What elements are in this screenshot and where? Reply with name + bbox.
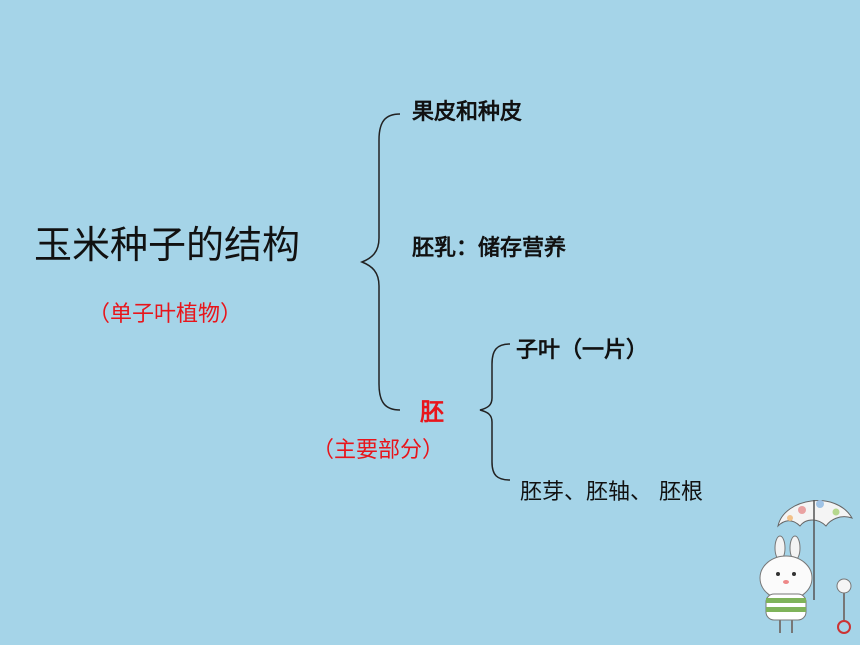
- embryo-part-others: 胚芽、胚轴、 胚根: [520, 480, 703, 505]
- embryo-part-cotyledon: 子叶（一片）: [516, 338, 649, 363]
- bunny-umbrella-illustration: [759, 500, 854, 634]
- bunny-icon: [759, 535, 813, 633]
- main-brace: [359, 113, 401, 411]
- embryo-note: （主要部分）: [312, 438, 445, 463]
- embryo-brace: [479, 343, 511, 481]
- slide-subtitle: （单子叶植物）: [88, 302, 243, 327]
- branch-endosperm: 胚乳：储存营养: [412, 236, 567, 261]
- branch-pericarp: 果皮和种皮: [412, 100, 523, 125]
- umbrella-icon: [777, 500, 854, 600]
- small-figure-icon: [836, 578, 852, 634]
- slide-title: 玉米种子的结构: [34, 223, 301, 267]
- branch-embryo: 胚: [420, 398, 444, 426]
